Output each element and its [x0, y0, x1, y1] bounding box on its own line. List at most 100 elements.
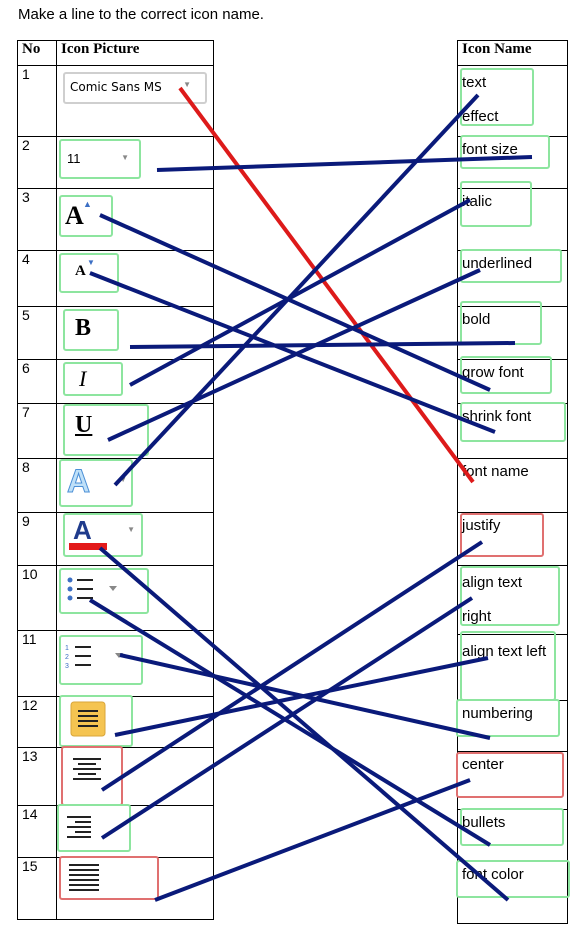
answer-line-15: [154, 778, 471, 902]
justify-icon[interactable]: [59, 695, 133, 747]
svg-text:3: 3: [65, 663, 69, 670]
icon-name-label: numbering: [462, 705, 533, 722]
icon-name-label: center: [462, 756, 504, 773]
icon-name-label: grow font: [462, 364, 524, 381]
answer-line-2: [156, 155, 533, 172]
down-arrow-icon: ▼: [87, 258, 95, 267]
name-cell-11: align text left: [457, 631, 568, 701]
text-effect-icon[interactable]: A ▼: [59, 459, 133, 507]
shrink-font-glyph: A: [75, 263, 86, 279]
name-cell-6: grow font: [457, 356, 568, 404]
chevron-down-icon: ▼: [183, 80, 191, 89]
icon-name-label: justify: [462, 517, 501, 534]
name-box: [460, 566, 560, 626]
font-size-dropdown-icon[interactable]: 11 ▼: [59, 139, 141, 179]
name-cell-8: font name: [457, 458, 568, 513]
left-align-icon: [69, 864, 99, 891]
answer-line-7: [107, 268, 481, 442]
name-cell-1: text effect: [457, 65, 568, 137]
svg-text:1: 1: [65, 645, 69, 652]
answer-line-1: [178, 86, 475, 484]
header-icon-name: Icon Name: [457, 40, 568, 66]
icon-cell-14: [56, 804, 214, 858]
font-color-bar: [69, 543, 107, 550]
icon-name-label: align text right: [462, 574, 523, 625]
name-box: [460, 68, 534, 126]
name-box: [456, 752, 564, 798]
icon-name-label: shrink font: [462, 408, 532, 425]
answer-line-5: [129, 341, 516, 349]
icon-cell-4: A ▼: [56, 250, 214, 307]
icon-cell-3: A ▲: [56, 188, 214, 251]
icon-cell-9: A ▼: [56, 512, 214, 566]
icon-name-label: bold: [462, 311, 491, 328]
grow-font-glyph: A: [65, 201, 84, 230]
center-align-icon: [73, 758, 101, 780]
grow-font-icon[interactable]: A ▲: [59, 195, 113, 237]
icon-name-label: underlined: [462, 255, 533, 272]
icon-name-label: align text left: [462, 643, 547, 660]
underline-glyph: U: [75, 412, 93, 438]
icon-name-label: text effect: [462, 74, 499, 125]
name-cell-3: italic: [457, 181, 568, 251]
answer-line-13: [100, 540, 484, 792]
name-cell-14: bullets: [457, 808, 568, 862]
icon-cell-7: U: [56, 403, 214, 459]
text-effect-glyph: A: [66, 463, 91, 500]
row-number: 2: [17, 136, 57, 189]
font-size-caption: 11: [67, 151, 81, 166]
font-name-caption: Comic Sans MS: [70, 80, 162, 94]
align-left-icon[interactable]: [59, 856, 159, 900]
name-box: [456, 860, 570, 898]
chevron-down-icon: ▼: [121, 153, 129, 162]
row-number: 14: [17, 805, 57, 858]
name-cell-13: center: [456, 751, 568, 810]
row-number: 13: [17, 747, 57, 806]
chevron-down-icon: ▼: [127, 525, 135, 534]
justify-align-icon: [70, 701, 106, 737]
icon-name-label: font color: [462, 866, 524, 883]
name-cell-7: shrink font: [457, 402, 568, 459]
row-number: 11: [17, 630, 57, 697]
numbering-icon[interactable]: 1 2 3: [59, 635, 143, 685]
name-box: [460, 513, 544, 557]
icon-cell-8: A ▼: [56, 458, 214, 513]
row-number: 6: [17, 359, 57, 404]
answer-line-3: [99, 213, 491, 392]
bold-icon[interactable]: B: [63, 309, 119, 351]
row-number: 8: [17, 458, 57, 513]
name-box: [460, 135, 550, 169]
italic-icon[interactable]: I: [63, 362, 123, 396]
bold-glyph: B: [75, 315, 92, 341]
answer-line-6: [129, 198, 471, 387]
shrink-font-icon[interactable]: A ▼: [59, 253, 119, 293]
italic-glyph: I: [79, 366, 87, 391]
instruction-text: Make a line to the correct icon name.: [18, 6, 264, 23]
row-number: 15: [17, 857, 57, 920]
icon-cell-2: 11 ▼: [56, 136, 214, 189]
icon-name-label: italic: [462, 193, 493, 210]
answer-line-12: [114, 656, 489, 737]
font-name-dropdown-icon[interactable]: Comic Sans MS ▼: [63, 72, 207, 104]
name-cell-2: font size: [457, 135, 568, 189]
row-number: 10: [17, 565, 57, 631]
svg-text:2: 2: [65, 654, 69, 661]
header-icon-picture: Icon Picture: [56, 40, 214, 66]
answer-line-9: [98, 546, 510, 902]
font-color-glyph: A: [73, 515, 92, 545]
up-arrow-icon: ▲: [83, 199, 92, 209]
icon-picture-table: No Icon Picture 1 Comic Sans MS ▼ 2 11 ▼…: [17, 40, 214, 920]
answer-line-14: [100, 596, 474, 840]
icon-cell-1: Comic Sans MS ▼: [56, 65, 214, 137]
right-align-icon: [67, 816, 91, 838]
name-cell-4: underlined: [457, 249, 568, 307]
row-number: 1: [17, 65, 57, 137]
icon-name-label: bullets: [462, 814, 506, 831]
icon-cell-5: B: [56, 306, 214, 360]
icon-name-label: font size: [462, 141, 518, 158]
name-box: [456, 699, 560, 737]
font-color-icon[interactable]: A ▼: [63, 513, 143, 557]
chevron-down-icon: ▼: [119, 475, 127, 484]
icon-name-label: font name: [462, 463, 529, 480]
